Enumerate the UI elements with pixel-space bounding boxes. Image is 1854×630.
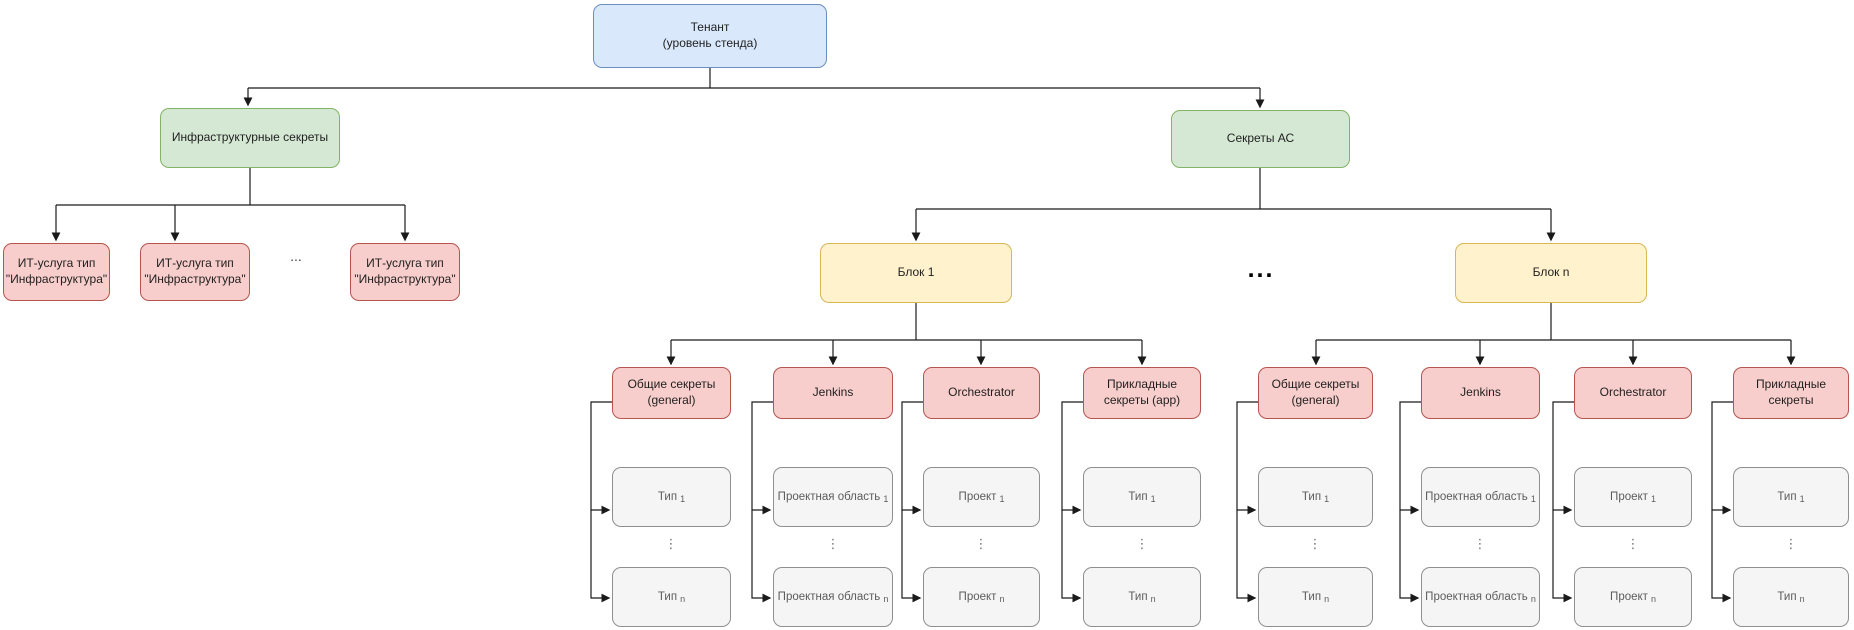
leaf-label: Проектная область — [1425, 590, 1528, 603]
leaf-label: Проект — [958, 590, 997, 603]
node-as-secrets: Секреты АС — [1171, 110, 1350, 168]
node-blockn-jenkins: Jenkins — [1421, 367, 1540, 419]
leaf-label: Проектная область — [777, 590, 881, 603]
leaf-label: Тип — [657, 590, 678, 603]
vdots-blockn-col1: ⋮ — [1308, 537, 1322, 552]
leaf-label: Тип — [657, 490, 678, 503]
node-blockn-app-secrets: Прикладные секреты — [1733, 367, 1849, 419]
leaf-subscript: 1 — [883, 494, 889, 505]
leaf-label: Проект — [958, 490, 997, 503]
node-block1-jenkins: Jenkins — [773, 367, 893, 419]
leaf-subscript: 1 — [1799, 494, 1805, 505]
leaf-subscript: n — [1650, 594, 1656, 605]
leaf-subscript: n — [1150, 594, 1156, 605]
node-block1-orchestrator: Orchestrator — [923, 367, 1040, 419]
ellipsis-it-services: ... — [290, 248, 302, 264]
node-blockn-general-secrets: Общие секреты (general) — [1258, 367, 1373, 419]
node-block1-app-secrets: Прикладные секреты (app) — [1083, 367, 1201, 419]
vdots-block1-col4: ⋮ — [1135, 537, 1149, 552]
leaf-label: Тип — [1301, 590, 1322, 603]
leaf-label: Проект — [1610, 590, 1648, 603]
node-tenant: Тенант (уровень стенда) — [593, 4, 827, 68]
leaf-subscript: n — [1530, 594, 1536, 605]
node-block1-general-secrets: Общие секреты (general) — [612, 367, 731, 419]
node-block-n: Блок n — [1455, 243, 1647, 303]
leaf-label: Проектная область — [777, 490, 881, 503]
leaf-subscript: 1 — [680, 494, 686, 505]
node-block-1: Блок 1 — [820, 243, 1012, 303]
vdots-block1-col3: ⋮ — [974, 537, 988, 552]
leaf-label: Проектная область — [1425, 490, 1528, 503]
leaf-label: Тип — [1128, 590, 1148, 603]
leaf-label: Тип — [1777, 490, 1797, 503]
leaf-subscript: 1 — [1150, 494, 1156, 505]
leaf-subscript: n — [883, 594, 889, 605]
vdots-block1-col1: ⋮ — [664, 537, 678, 552]
ellipsis-blocks: ... — [1247, 255, 1275, 283]
vdots-blockn-col2: ⋮ — [1473, 537, 1487, 552]
leaf-subscript: 1 — [999, 494, 1005, 505]
node-blockn-orchestrator: Orchestrator — [1574, 367, 1692, 419]
node-infrastructure-secrets: Инфраструктурные секреты — [160, 108, 340, 168]
leaf-subscript: n — [999, 594, 1005, 605]
leaf-label: Тип — [1128, 490, 1148, 503]
leaf-label: Проект — [1610, 490, 1648, 503]
leaf-label: Тип — [1301, 490, 1322, 503]
node-it-service-2: ИТ-услуга тип "Инфраструктура" — [140, 243, 250, 301]
leaf-subscript: 1 — [1650, 494, 1656, 505]
leaf-subscript: 1 — [1324, 494, 1330, 505]
node-it-service-1: ИТ-услуга тип "Инфраструктура" — [3, 243, 110, 301]
leaf-label: Тип — [1777, 590, 1797, 603]
node-it-service-n: ИТ-услуга тип "Инфраструктура" — [350, 243, 460, 301]
vdots-blockn-col3: ⋮ — [1626, 537, 1640, 552]
vdots-blockn-col4: ⋮ — [1784, 537, 1798, 552]
leaf-subscript: n — [680, 594, 686, 605]
leaf-subscript: n — [1799, 594, 1805, 605]
vdots-block1-col2: ⋮ — [826, 537, 840, 552]
edges-group — [51, 68, 1796, 603]
leaf-subscript: 1 — [1530, 494, 1536, 505]
leaf-subscript: n — [1324, 594, 1330, 605]
